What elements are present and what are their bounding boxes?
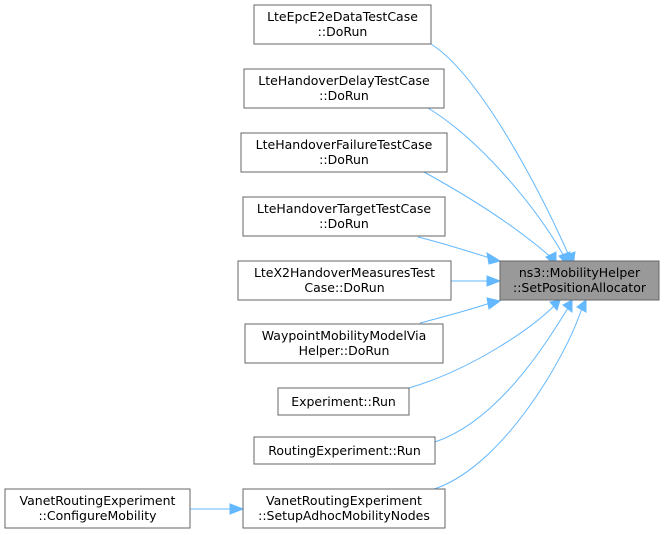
node-routingexperiment-run[interactable]: RoutingExperiment::Run bbox=[253, 436, 436, 465]
node-vanetroutingexperiment-setupadhocmobilitynodes[interactable]: VanetRoutingExperiment ::SetupAdhocMobil… bbox=[242, 488, 446, 529]
node-label-line2: ::DoRun bbox=[319, 88, 369, 103]
node-label-line1: VanetRoutingExperiment bbox=[20, 493, 176, 508]
edge-lteepce2edata-to-setpositionallocator bbox=[430, 43, 576, 268]
edge-setupadhoc-to-setpositionallocator bbox=[430, 298, 587, 491]
edge-ltex2handovermeasures-to-setpositionallocator bbox=[451, 275, 502, 287]
node-label-line1: ns3::MobilityHelper bbox=[519, 265, 641, 280]
node-label-line1: LteEpcE2eDataTestCase bbox=[267, 9, 418, 24]
node-label: Experiment::Run bbox=[291, 394, 396, 409]
node-ltehandoverfailuretestcase-dorun[interactable]: LteHandoverFailureTestCase ::DoRun bbox=[240, 132, 448, 173]
node-label-line1: LteHandoverDelayTestCase bbox=[258, 73, 430, 88]
edge-ltehandovertarget-to-setpositionallocator bbox=[417, 236, 502, 265]
node-label-line1: LteHandoverFailureTestCase bbox=[256, 137, 433, 152]
node-label-line2: Helper::DoRun bbox=[299, 343, 390, 358]
node-label-line1: VanetRoutingExperiment bbox=[266, 493, 422, 508]
edges bbox=[190, 43, 587, 515]
node-label-line1: LteX2HandoverMeasuresTest bbox=[254, 265, 435, 280]
node-label-line2: Case::DoRun bbox=[304, 280, 384, 295]
edge-routingexperimentrun-to-setpositionallocator bbox=[434, 299, 573, 443]
node-ltex2handovermeasurestestcase-dorun[interactable]: LteX2HandoverMeasuresTest Case::DoRun bbox=[237, 260, 452, 301]
node-ltehandoverdelaytestcase-dorun[interactable]: LteHandoverDelayTestCase ::DoRun bbox=[243, 68, 445, 109]
node-label-line2: ::DoRun bbox=[319, 152, 369, 167]
edge-configuremobility-to-setupadhoc bbox=[190, 503, 245, 515]
node-ltehandovertargettestcase-dorun[interactable]: LteHandoverTargetTestCase ::DoRun bbox=[242, 196, 446, 237]
node-setpositionallocator[interactable]: ns3::MobilityHelper ::SetPositionAllocat… bbox=[499, 260, 660, 301]
node-lteepce2edatatestcase-dorun[interactable]: LteEpcE2eDataTestCase ::DoRun bbox=[253, 4, 432, 45]
node-label: RoutingExperiment::Run bbox=[268, 443, 421, 458]
edge-ltehandoverdelay-to-setpositionallocator bbox=[427, 107, 571, 268]
node-experiment-run[interactable]: Experiment::Run bbox=[277, 387, 410, 416]
edge-waypointmobility-to-setpositionallocator bbox=[419, 297, 502, 324]
node-label-line2: ::DoRun bbox=[319, 216, 369, 231]
node-label-line2: ::SetPositionAllocator bbox=[513, 280, 647, 295]
node-label-line2: ::ConfigureMobility bbox=[38, 508, 157, 523]
node-label-line1: LteHandoverTargetTestCase bbox=[257, 201, 432, 216]
edge-experimentrun-to-setpositionallocator bbox=[408, 299, 561, 389]
node-label-line2: ::DoRun bbox=[318, 24, 368, 39]
node-vanetroutingexperiment-configuremobility[interactable]: VanetRoutingExperiment ::ConfigureMobili… bbox=[4, 488, 191, 529]
node-label-line1: WaypointMobilityModelVia bbox=[262, 328, 427, 343]
node-waypointmobilitymodelviahelper-dorun[interactable]: WaypointMobilityModelVia Helper::DoRun bbox=[244, 323, 444, 364]
node-label-line2: ::SetupAdhocMobilityNodes bbox=[258, 508, 430, 523]
nodes: ns3::MobilityHelper ::SetPositionAllocat… bbox=[4, 4, 660, 529]
